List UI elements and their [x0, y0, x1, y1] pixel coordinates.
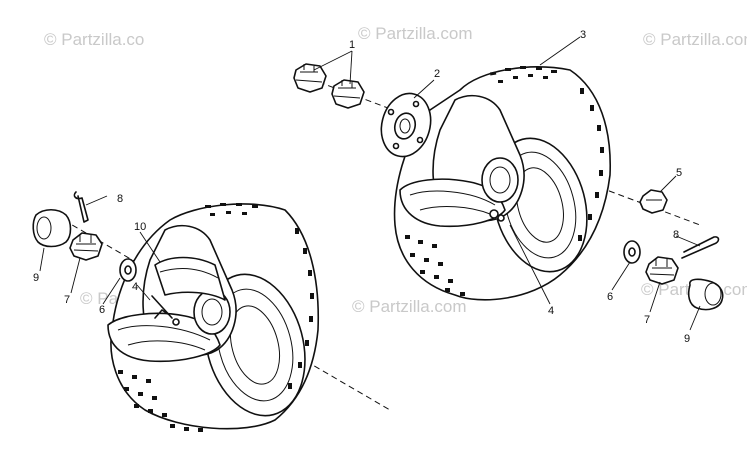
right-cotter-pin	[681, 236, 720, 259]
left-wheel-assembly	[32, 191, 391, 432]
callout-8-right: 8	[673, 229, 679, 241]
right-axle-nut	[639, 189, 668, 214]
right-hub-cap	[687, 278, 724, 311]
left-inner-tire-half	[154, 256, 226, 301]
leader-lines	[39, 36, 701, 331]
watermark-top-right: © Partzilla.com	[643, 30, 747, 49]
callout-10: 10	[134, 221, 146, 233]
callout-2: 2	[434, 68, 440, 80]
right-hub-flange	[380, 92, 432, 158]
callout-3: 3	[580, 29, 586, 41]
callout-4-right: 4	[548, 305, 554, 317]
callout-8-left: 8	[117, 193, 123, 205]
left-tire-tread	[118, 203, 314, 432]
right-wheel-assembly	[293, 63, 724, 311]
left-washer	[119, 258, 137, 282]
watermark-top-left: © Partzilla.co	[44, 30, 144, 49]
callout-9-left: 9	[33, 272, 39, 284]
left-hub-cap	[32, 208, 72, 248]
callout-6-left: 6	[99, 304, 105, 316]
callout-7-right: 7	[644, 314, 650, 326]
callout-5: 5	[676, 167, 682, 179]
watermark-top-center: © Partzilla.com	[358, 24, 473, 43]
callout-4-left: 4	[132, 281, 138, 293]
right-wheel-castle-nut	[645, 256, 679, 285]
right-castle-nuts	[293, 63, 365, 109]
right-tire-tread	[405, 66, 604, 296]
callout-7-left: 7	[64, 294, 70, 306]
left-wheel-castle-nut	[69, 232, 103, 261]
callout-6-right: 6	[607, 291, 613, 303]
left-wheel-stud	[151, 295, 180, 326]
right-washer	[623, 240, 641, 264]
callout-1: 1	[349, 39, 355, 51]
callout-labels: 1 2 3 4 5 6 7 8 9 8 10 9 7 6 4	[33, 29, 690, 345]
callout-9-right: 9	[684, 333, 690, 345]
watermark-mid-center: © Partzilla.com	[352, 297, 467, 316]
left-cotter-pin	[73, 191, 89, 223]
right-wheel-rim	[399, 94, 525, 228]
